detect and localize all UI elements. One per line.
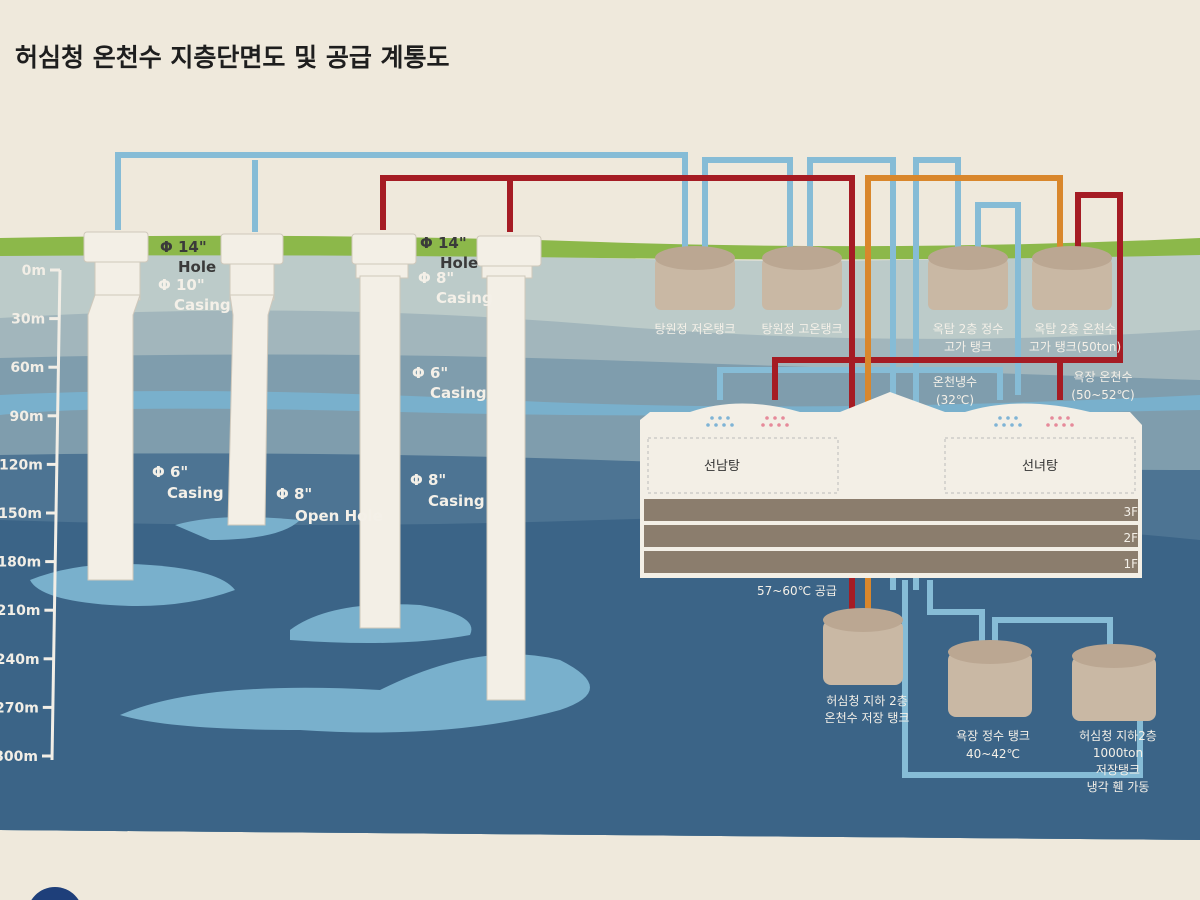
well-diameter: Φ 6" [152, 463, 188, 481]
tank-label: 냉각 휀 가동 [1087, 780, 1150, 794]
well-diameter: Φ 14" [420, 234, 467, 252]
depth-label: 90m [10, 409, 44, 425]
tank-hotspring-storage [823, 608, 903, 685]
bottom-tanks: 허심청 지하 2층 온천수 저장 탱크 욕장 정수 탱크 40~42℃ 허심청 … [823, 608, 1157, 794]
well-type: Casing [436, 289, 493, 307]
well-type: Casing [174, 296, 231, 314]
tank-label: 1000ton [1093, 746, 1143, 760]
well-2 [220, 233, 284, 526]
warm-water-pipes [865, 175, 1063, 610]
well-diameter: Φ 6" [412, 364, 448, 382]
well-type: Casing [430, 384, 487, 402]
depth-label: 210m [0, 603, 40, 619]
well-type: Casing [167, 484, 224, 502]
flow-label: 온천냉수 [933, 374, 977, 389]
well-diameter: Φ 8" [418, 269, 454, 287]
tank-rooftop-hotspring [1032, 246, 1112, 310]
tank-low-temp [655, 246, 735, 310]
tank-label: 욕장 정수 탱크 [956, 729, 1030, 743]
depth-label: 240m [0, 652, 40, 668]
depth-label: 300m [0, 749, 38, 765]
well-diameter: Φ 10" [158, 276, 205, 294]
tank-label: 허심청 지하2층 [1079, 729, 1157, 743]
tank-label: 옥탑 2층 정수 [933, 322, 1003, 336]
flow-label: (32℃) [936, 393, 974, 407]
womens-bath-label: 선녀탕 [1022, 459, 1058, 474]
top-tanks: 탕원정 저온탱크 탕원정 고온탱크 옥탑 2층 정수 고가 탱크 옥탑 2층 온… [654, 246, 1121, 354]
tank-label: 40~42℃ [966, 747, 1020, 761]
flow-label: 욕장 온천수 [1073, 369, 1132, 384]
well-diameter: Φ 8" [276, 485, 312, 503]
depth-label: 60m [10, 360, 44, 376]
tank-label: 저장탱크 [1096, 763, 1140, 777]
page-title: 허심청 온천수 지층단면도 및 공급 계통도 [15, 43, 450, 72]
tank-label: 옥탑 2층 온천수 [1034, 321, 1116, 336]
floor-label: 2F [1123, 531, 1138, 545]
tank-label: 탕원정 저온탱크 [654, 322, 735, 336]
tank-label: 허심청 지하 2층 [826, 694, 908, 708]
tank-1000ton-storage [1072, 644, 1156, 721]
hot-water-pipes [380, 175, 1123, 610]
bathhouse-building: 선남탕 선녀탕 3F 2F 1F [640, 392, 1142, 578]
well-3 [351, 233, 417, 629]
well-4 [476, 235, 542, 701]
cold-water-pipes [115, 152, 1143, 778]
depth-label: 180m [0, 555, 41, 571]
depth-label: 120m [0, 457, 43, 473]
tank-label: 고가 탱크 [944, 340, 992, 354]
well-diameter: Φ 14" [160, 238, 207, 256]
tank-rooftop-purified [928, 246, 1008, 310]
well-type: Hole [440, 254, 478, 272]
depth-label: 0m [22, 263, 46, 279]
well-type: Hole [178, 258, 216, 276]
floor-label: 1F [1123, 557, 1138, 571]
tank-label: 온천수 저장 탱크 [825, 710, 910, 725]
tank-bath-purified [948, 640, 1032, 717]
tank-high-temp [762, 246, 842, 310]
depth-scale: 0m 30m 60m 90m 120m 150m 180m 210m 240m 270m 300m [0, 263, 62, 765]
well-labels: Φ 14" Hole Φ 10" Casing Φ 6" Casing Φ 8"… [152, 234, 493, 525]
depth-label: 270m [0, 700, 39, 716]
depth-label: 150m [0, 506, 42, 522]
supply-label: 57~60℃ 공급 [757, 584, 837, 598]
well-type: Casing [428, 492, 485, 510]
tank-label: 탕원정 고온탱크 [761, 322, 842, 336]
badge-circle [31, 887, 79, 900]
floor-label: 3F [1123, 505, 1138, 519]
well-diameter: Φ 8" [410, 471, 446, 489]
flow-label: (50~52℃) [1071, 388, 1134, 402]
depth-label: 30m [11, 312, 45, 328]
well-type: Open Hole [295, 507, 383, 525]
mens-bath-label: 선남탕 [704, 459, 740, 474]
well-1 [83, 231, 149, 581]
tank-label: 고가 탱크(50ton) [1029, 340, 1121, 354]
